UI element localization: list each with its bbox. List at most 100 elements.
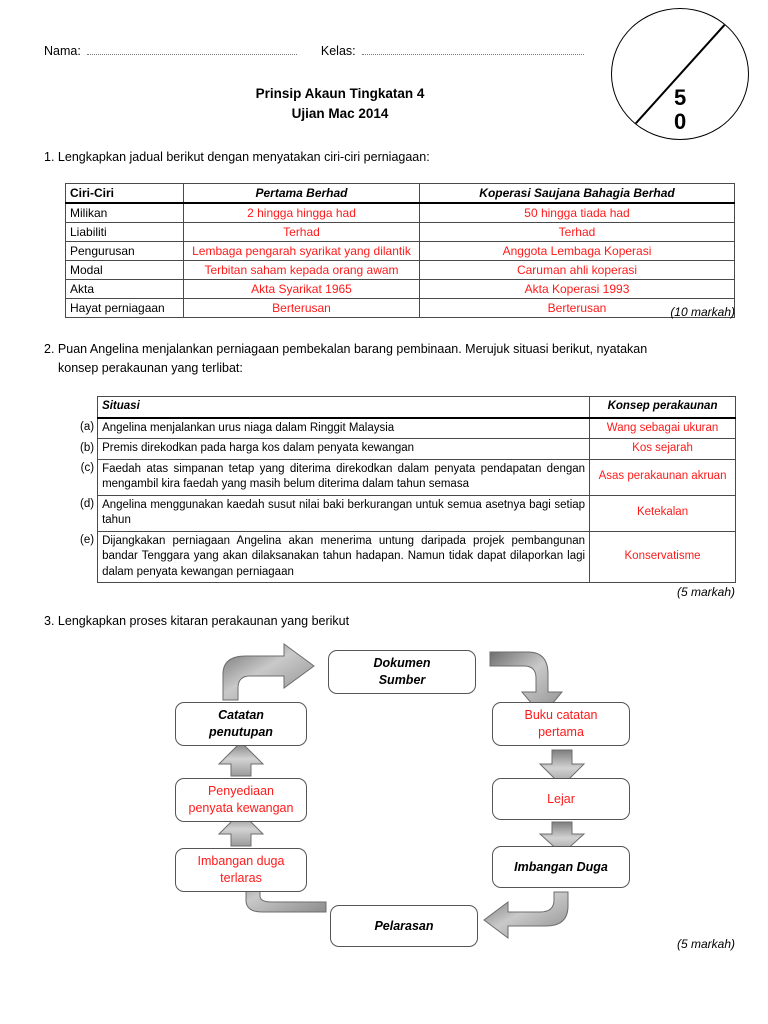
question-2-text-line-1: Puan Angelina menjalankan perniagaan pem…: [57, 342, 648, 356]
cycle-box-pelarasan: Pelarasan: [330, 905, 478, 947]
table-row: (c) Faedah atas simpanan tetap yang dite…: [76, 458, 736, 496]
question-3-prompt: 3. Lengkapkan proses kitaran perakaunan …: [44, 612, 684, 631]
cell-answer-konsep[interactable]: Konservatisme: [589, 530, 736, 583]
question-3-marks: (5 markah): [676, 937, 735, 951]
row-tag: (d): [80, 498, 95, 510]
cell-answer-koperasi[interactable]: Berterusan: [419, 298, 735, 318]
student-info-fields: Nama: Kelas:: [44, 44, 584, 58]
arrow-penyediaan-to-catatan: [217, 741, 265, 777]
cell-answer-konsep[interactable]: Asas perakaunan akruan: [589, 458, 736, 496]
cell-situasi: Faedah atas simpanan tetap yang diterima…: [97, 458, 591, 496]
question-1-prompt: 1. Lengkapkan jadual berikut dengan meny…: [44, 148, 684, 167]
arrow-catatan-to-dokumen: [222, 643, 315, 701]
question-1-text: Lengkapkan jadual berikut dengan menyata…: [57, 150, 430, 164]
arrow-terlaras-to-penyediaan: [217, 811, 265, 847]
table-row: Liabiliti Terhad Terhad: [65, 222, 735, 242]
row-tag: (a): [80, 420, 95, 433]
cycle-box-label: Imbangan Duga: [514, 859, 608, 874]
cycle-box-label: Lejar: [547, 791, 575, 806]
cell-answer-koperasi[interactable]: Akta Koperasi 1993: [419, 279, 735, 299]
cycle-box-label: Pelarasan: [374, 918, 434, 933]
cycle-box-lejar[interactable]: Lejar: [492, 778, 630, 820]
table-row: Hayat perniagaan Berterusan Berterusan: [65, 298, 735, 318]
table-row: (d) Angelina menggunakan kaedah susut ni…: [76, 494, 736, 532]
cell-situasi: Angelina menjalankan urus niaga dalam Ri…: [97, 417, 591, 439]
cell-answer-pertama[interactable]: Terbitan saham kepada orang awam: [183, 260, 420, 280]
question-3-text: Lengkapkan proses kitaran perakaunan yan…: [57, 614, 350, 628]
question-1-number: 1.: [44, 150, 55, 164]
cell-answer-koperasi[interactable]: 50 hingga tiada had: [419, 202, 735, 223]
table-row: Akta Akta Syarikat 1965 Akta Koperasi 19…: [65, 279, 735, 299]
table-header-row: Ciri-Ciri Pertama Berhad Koperasi Saujan…: [65, 183, 735, 204]
cell-answer-pertama[interactable]: Terhad: [183, 222, 420, 242]
col-header-konsep: Konsep perakaunan: [589, 396, 736, 419]
cell-answer-konsep[interactable]: Kos sejarah: [589, 438, 736, 460]
cell-answer-pertama[interactable]: Akta Syarikat 1965: [183, 279, 420, 299]
cell-situasi: Angelina menggunakan kaedah susut nilai …: [97, 494, 591, 532]
table-row: Modal Terbitan saham kepada orang awam C…: [65, 260, 735, 280]
row-tag: (c): [80, 462, 95, 474]
table-row: (a) Angelina menjalankan urus niaga dala…: [76, 417, 736, 439]
cell-situasi: Dijangkakan perniagaan Angelina akan men…: [97, 530, 591, 583]
table-row: Pengurusan Lembaga pengarah syarikat yan…: [65, 241, 735, 261]
cell-ciri: Milikan: [65, 202, 184, 223]
col-header-pertama: Pertama Berhad: [183, 183, 420, 204]
col-header-tag: [76, 397, 98, 418]
cell-situasi: Premis direkodkan pada harga kos dalam p…: [97, 438, 591, 460]
cell-ciri: Akta: [65, 279, 184, 299]
title-line-1: Prinsip Akaun Tingkatan 4: [255, 86, 425, 101]
cell-answer-konsep[interactable]: Wang sebagai ukuran: [589, 417, 736, 439]
cell-ciri: Liabiliti: [65, 222, 184, 242]
cell-answer-pertama[interactable]: 2 hingga hingga had: [183, 202, 420, 223]
col-header-koperasi: Koperasi Saujana Bahagia Berhad: [419, 183, 735, 204]
page-title: Prinsip Akaun Tingkatan 4 Ujian Mac 2014: [0, 84, 680, 124]
title-line-2: Ujian Mac 2014: [291, 106, 389, 121]
question-2-number: 2.: [44, 342, 55, 356]
total-marks-circle: 5 0: [611, 8, 749, 140]
row-tag: (e): [80, 534, 95, 546]
cell-ciri: Pengurusan: [65, 241, 184, 261]
arrow-imbangan-duga-to-pelarasan: [483, 891, 569, 939]
question-2-text-line-2: konsep perakaunan yang terlibat:: [58, 361, 243, 375]
question-2-prompt: 2. Puan Angelina menjalankan perniagaan …: [44, 340, 704, 378]
cell-answer-koperasi[interactable]: Caruman ahli koperasi: [419, 260, 735, 280]
nama-input-line[interactable]: [86, 44, 298, 55]
table-row: (e) Dijangkakan perniagaan Angelina akan…: [76, 530, 736, 583]
marks-digit-top: 5: [674, 85, 687, 110]
question-1-marks: (10 markah): [670, 305, 735, 319]
marks-digit-bottom: 0: [674, 109, 687, 134]
cell-answer-koperasi[interactable]: Terhad: [419, 222, 735, 242]
cell-answer-pertama[interactable]: Berterusan: [183, 298, 420, 318]
cell-ciri: Modal: [65, 260, 184, 280]
cell-answer-konsep[interactable]: Ketekalan: [589, 494, 736, 532]
cycle-box-imbangan-duga: Imbangan Duga: [492, 846, 630, 888]
business-characteristics-table: Ciri-Ciri Pertama Berhad Koperasi Saujan…: [65, 183, 735, 318]
accounting-concepts-table: Situasi Konsep perakaunan (a) Angelina m…: [76, 396, 736, 583]
cell-answer-pertama[interactable]: Lembaga pengarah syarikat yang dilantik: [183, 241, 420, 261]
question-2-marks: (5 markah): [676, 585, 735, 599]
cell-ciri: Hayat perniagaan: [65, 298, 184, 318]
row-tag: (b): [80, 441, 95, 454]
nama-label: Nama:: [44, 44, 81, 58]
table-header-row: Situasi Konsep perakaunan: [76, 396, 736, 419]
table-row: (b) Premis direkodkan pada harga kos dal…: [76, 438, 736, 460]
kelas-label: Kelas:: [320, 44, 356, 58]
kelas-input-line[interactable]: [361, 44, 584, 55]
col-header-ciri: Ciri-Ciri: [65, 183, 184, 204]
question-3-number: 3.: [44, 614, 55, 628]
cell-answer-koperasi[interactable]: Anggota Lembaga Koperasi: [419, 241, 735, 261]
col-header-situasi: Situasi: [97, 396, 591, 419]
table-row: Milikan 2 hingga hingga had 50 hingga ti…: [65, 202, 735, 223]
